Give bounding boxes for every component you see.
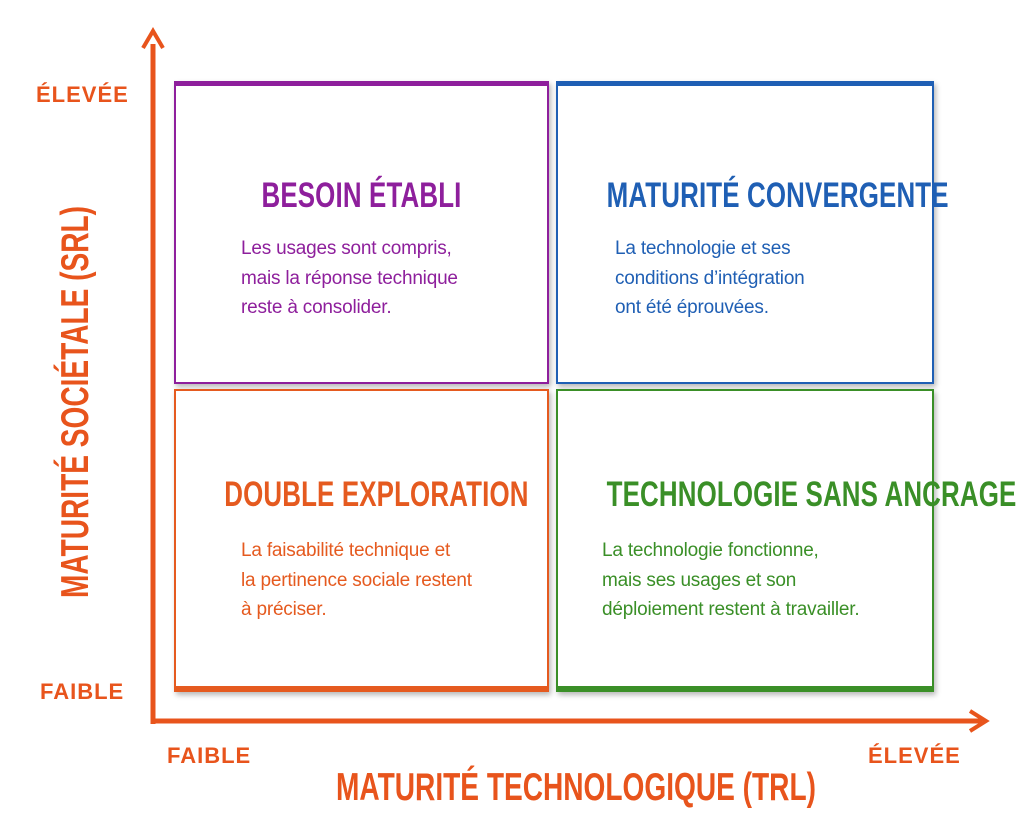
quadrant-double-exploration: DOUBLE EXPLORATION La faisabilité techni…	[174, 389, 549, 692]
quadrant-description: La technologie fonctionne, mais ses usag…	[602, 540, 860, 620]
quadrant-title: TECHNOLOGIE SANS ANCRAGE	[606, 475, 1017, 514]
quadrant-title: MATURITÉ CONVERGENTE	[606, 176, 949, 215]
quadrant-description: La technologie et ses conditions d’intég…	[615, 238, 805, 318]
x-axis-high-label: ÉLEVÉE	[868, 743, 961, 768]
quadrant-maturite-convergente: MATURITÉ CONVERGENTE La technologie et s…	[556, 81, 949, 384]
quadrant-description: La faisabilité technique et la pertinenc…	[241, 540, 472, 620]
y-axis-arrowhead	[141, 27, 165, 50]
quadrant-description: Les usages sont compris, mais la réponse…	[241, 238, 458, 318]
y-axis-high-label: ÉLEVÉE	[36, 82, 129, 107]
quadrant-technologie-sans-ancrage: TECHNOLOGIE SANS ANCRAGE La technologie …	[556, 389, 1017, 692]
quadrant-besoin-etabli: BESOIN ÉTABLI Les usages sont compris, m…	[174, 81, 549, 384]
y-axis-low-label: FAIBLE	[40, 679, 125, 704]
x-axis-title-text: MATURITÉ TECHNOLOGIQUE (TRL)	[336, 766, 816, 809]
x-axis-low-label: FAIBLE	[167, 743, 252, 768]
y-axis-title-text: MATURITÉ SOCIÉTALE (SRL)	[54, 205, 97, 599]
quadrant-title: BESOIN ÉTABLI	[261, 176, 462, 215]
x-axis-arrowhead	[968, 709, 990, 733]
quadrant-title: DOUBLE EXPLORATION	[224, 475, 529, 514]
